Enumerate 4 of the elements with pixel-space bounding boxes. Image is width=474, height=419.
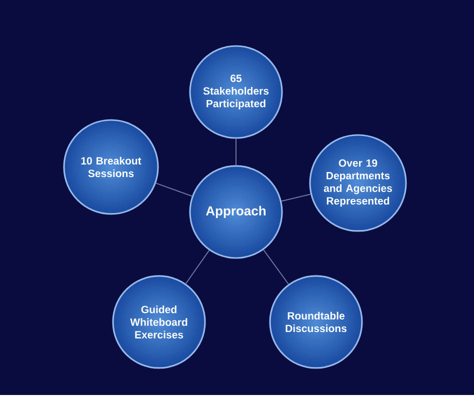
connector-line bbox=[185, 250, 210, 284]
connector-line bbox=[155, 182, 192, 197]
connector-line bbox=[281, 194, 312, 202]
connector-line bbox=[263, 249, 289, 285]
